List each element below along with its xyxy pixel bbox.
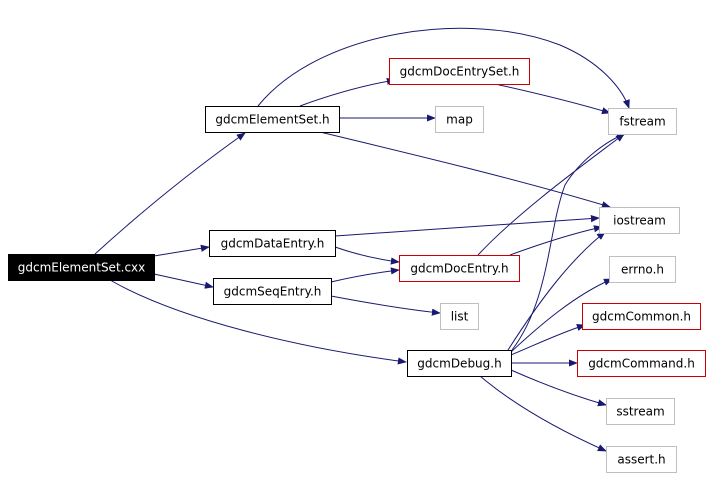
node-debug[interactable]: gdcmDebug.h: [407, 350, 512, 377]
edges: [94, 27, 630, 452]
edge-elementset-to-iostream: [319, 131, 611, 209]
edge-debug-to-assert: [479, 375, 607, 452]
node-label: gdcmElementSet.cxx: [18, 261, 146, 275]
node-common: gdcmCommon.h: [582, 303, 701, 330]
node-iostream: iostream: [599, 207, 680, 234]
node-label: map: [446, 113, 473, 127]
node-box: [209, 230, 336, 257]
node-assert: assert.h: [606, 446, 677, 473]
edge-root-to-elementset: [94, 132, 246, 255]
node-box: [599, 207, 680, 234]
edge-debug-to-errno: [510, 278, 613, 353]
node-fstream: fstream: [608, 108, 677, 135]
node-label: assert.h: [617, 453, 665, 467]
edge-docentry-to-iostream: [509, 225, 603, 256]
node-box: [435, 106, 484, 133]
node-list: list: [440, 303, 479, 330]
node-label: list: [451, 310, 469, 324]
node-label: gdcmElementSet.h: [215, 113, 329, 127]
edge-debug-to-common: [510, 324, 586, 356]
edge-seqentry-to-docentry: [330, 267, 400, 283]
edge-dataentry-to-iostream: [334, 215, 600, 237]
edge-debug-to-iostream: [507, 231, 606, 351]
node-box: [606, 446, 677, 473]
node-box: [440, 303, 479, 330]
node-docentry: gdcmDocEntry.h: [399, 255, 520, 282]
node-box: [8, 254, 155, 281]
node-box: [205, 106, 340, 133]
node-box: [213, 278, 332, 305]
edge-docentry-to-fstream: [477, 133, 625, 256]
edge-dataentry-to-docentry: [334, 246, 400, 265]
node-root[interactable]: gdcmElementSet.cxx: [8, 254, 155, 281]
node-docentryset: gdcmDocEntrySet.h: [389, 58, 530, 85]
node-label: sstream: [616, 405, 664, 419]
edge-elementset-to-fstream: [257, 27, 630, 109]
node-label: iostream: [613, 214, 666, 228]
node-box: [582, 303, 701, 330]
edge-docentryset-to-fstream: [494, 83, 611, 115]
node-label: gdcmCommon.h: [592, 310, 691, 324]
node-label: gdcmDocEntry.h: [410, 262, 508, 276]
node-box: [609, 256, 676, 283]
node-box: [389, 58, 530, 85]
node-dataentry[interactable]: gdcmDataEntry.h: [209, 230, 336, 257]
node-box: [399, 255, 520, 282]
node-label: gdcmDebug.h: [417, 357, 501, 371]
edge-root-to-dataentry: [153, 244, 210, 257]
node-elementset[interactable]: gdcmElementSet.h: [205, 106, 340, 133]
edge-root-to-debug: [109, 279, 407, 365]
node-box: [608, 108, 677, 135]
edge-root-to-seqentry: [153, 273, 214, 289]
node-label: fstream: [619, 115, 665, 129]
node-label: errno.h: [621, 263, 664, 277]
node-label: gdcmDocEntrySet.h: [400, 65, 520, 79]
edge-debug-to-fstream: [511, 133, 626, 351]
node-errno: errno.h: [609, 256, 676, 283]
node-label: gdcmSeqEntry.h: [224, 285, 322, 299]
node-command: gdcmCommand.h: [577, 350, 706, 377]
node-label: gdcmCommand.h: [588, 357, 695, 371]
nodes: gdcmElementSet.cxx gdcmElementSet.h gdcmDo…: [8, 58, 706, 473]
edge-elementset-to-docentryset: [299, 77, 396, 107]
node-map: map: [435, 106, 484, 133]
node-box: [606, 398, 675, 425]
node-seqentry[interactable]: gdcmSeqEntry.h: [213, 278, 332, 305]
node-label: gdcmDataEntry.h: [221, 237, 325, 251]
node-box: [407, 350, 512, 377]
node-sstream: sstream: [606, 398, 675, 425]
node-box: [577, 350, 706, 377]
edge-seqentry-to-list: [330, 295, 441, 316]
edge-debug-to-sstream: [510, 369, 607, 407]
